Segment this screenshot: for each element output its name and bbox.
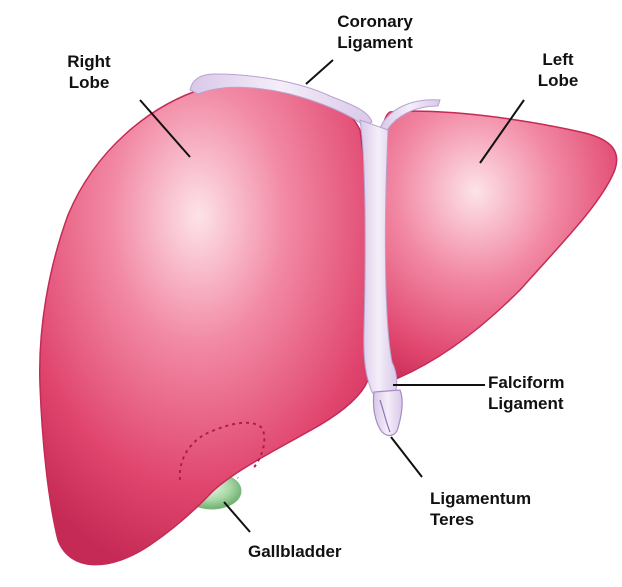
label-gallbladder: Gallbladder [248,541,342,562]
ligamentum-teres-shape [373,390,402,435]
label-falciform-ligament: Falciform Ligament [488,372,565,414]
label-left-lobe: Left Lobe [532,49,584,91]
label-right-lobe: Right Lobe [58,51,120,93]
leader-teres [391,437,422,477]
label-coronary-ligament: Coronary Ligament [330,11,420,53]
leader-gallbladder [224,502,250,532]
leader-coronary [306,60,333,84]
left-lobe-shape [374,111,617,379]
right-lobe-shape [40,80,370,565]
label-ligamentum-teres: Ligamentum Teres [430,488,531,530]
